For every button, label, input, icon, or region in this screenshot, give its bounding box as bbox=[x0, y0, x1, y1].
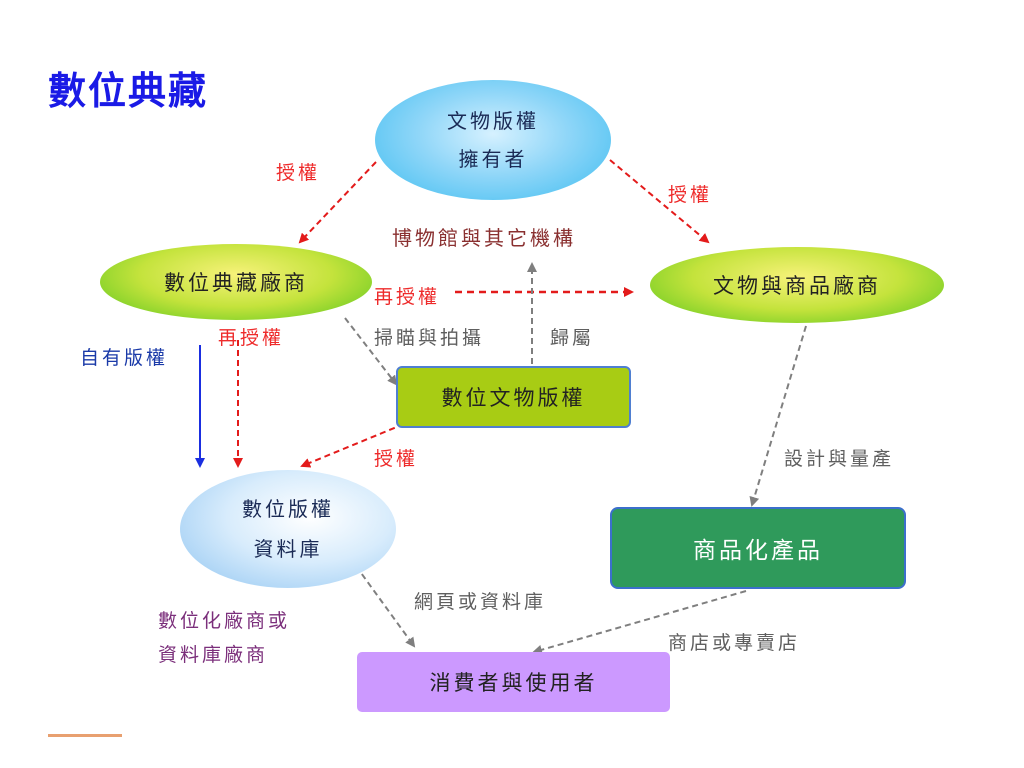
label-vendor-type: 數位化廠商或 資料庫廠商 bbox=[158, 604, 290, 672]
arrow-owner-to-digital-vendor bbox=[298, 161, 377, 244]
label-own-copyright: 自有版權 bbox=[80, 347, 169, 369]
node-consumers-users: 消費者與使用者 bbox=[357, 652, 670, 712]
label-license-left: 授權 bbox=[276, 162, 321, 184]
label-vendor-type-line2: 資料庫廠商 bbox=[158, 644, 269, 666]
node-digital-archive-vendor-label: 數位典藏廠商 bbox=[164, 271, 308, 295]
label-vendor-type-line1: 數位化廠商或 bbox=[158, 610, 291, 632]
node-digital-artifact-copyright: 數位文物版權 bbox=[396, 366, 631, 428]
arrow-web-or-db bbox=[355, 565, 416, 648]
label-sublicense-down: 再授權 bbox=[218, 327, 285, 349]
label-web-or-database: 網頁或資料庫 bbox=[414, 591, 547, 613]
page-title: 數位典藏 bbox=[48, 69, 209, 113]
label-belongs: 歸屬 bbox=[550, 327, 595, 349]
node-artifact-goods-vendor: 文物與商品廠商 bbox=[650, 247, 944, 323]
arrow-rights-to-database bbox=[300, 423, 405, 468]
label-design-production: 設計與量產 bbox=[784, 448, 895, 470]
node-copyright-database: 數位版權 資料庫 bbox=[180, 470, 396, 588]
node-artifact-goods-vendor-label: 文物與商品廠商 bbox=[713, 274, 881, 298]
arrow-shop bbox=[532, 590, 747, 655]
label-license-right: 授權 bbox=[668, 184, 713, 206]
label-shop-or-store: 商店或專賣店 bbox=[668, 632, 801, 654]
node-commercial-product: 商品化產品 bbox=[610, 507, 906, 589]
label-sublicense-right: 再授權 bbox=[374, 286, 441, 308]
arrow-scan-photo bbox=[344, 317, 398, 386]
footer-decoration bbox=[48, 734, 122, 737]
label-scan-photo: 掃瞄與拍攝 bbox=[374, 327, 485, 349]
node-commercial-product-label: 商品化產品 bbox=[693, 538, 823, 564]
label-license-database: 授權 bbox=[374, 448, 419, 470]
node-consumers-users-label: 消費者與使用者 bbox=[429, 671, 598, 695]
label-museum-institutions: 博物館與其它機構 bbox=[392, 226, 576, 250]
node-digital-artifact-copyright-label: 數位文物版權 bbox=[441, 386, 586, 410]
node-copyright-owner: 文物版權 擁有者 bbox=[375, 80, 611, 200]
node-copyright-database-line2: 資料庫 bbox=[253, 537, 323, 561]
node-copyright-database-line1: 數位版權 bbox=[242, 497, 334, 521]
arrow-design-production bbox=[749, 325, 807, 507]
arrow-owner-to-goods-vendor bbox=[609, 159, 710, 244]
node-copyright-owner-line2: 擁有者 bbox=[458, 147, 528, 171]
node-copyright-owner-line1: 文物版權 bbox=[447, 109, 539, 133]
node-digital-archive-vendor: 數位典藏廠商 bbox=[100, 244, 372, 320]
